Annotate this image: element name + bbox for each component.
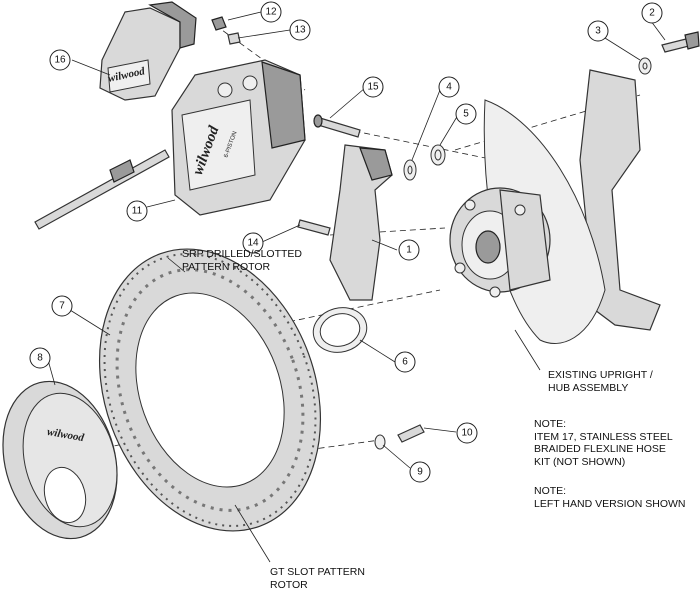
callout-16: 16 (49, 49, 71, 71)
gt-rotor-label: GT SLOT PATTERN ROTOR (270, 566, 365, 591)
srp-rotor-label: SRP DRILLED/SLOTTED PATTERN ROTOR (182, 248, 303, 273)
note-hose-kit: NOTE: ITEM 17, STAINLESS STEEL BRAIDED F… (534, 418, 673, 468)
callout-13: 13 (289, 19, 311, 41)
svg-text:16: 16 (54, 55, 66, 66)
upright-bolt-washer (638, 31, 700, 75)
svg-text:14: 14 (247, 238, 259, 249)
svg-text:5: 5 (463, 109, 469, 120)
svg-text:8: 8 (37, 353, 43, 364)
caliper-mounting-bolt (34, 149, 170, 230)
callout-7: 7 (51, 295, 73, 317)
drilled-slotted-rotor (98, 248, 322, 532)
rotor-spacer (312, 307, 368, 353)
caliper-bracket (329, 144, 393, 301)
svg-text:7: 7 (59, 301, 65, 312)
svg-text:1: 1 (406, 245, 412, 256)
callout-6: 6 (394, 351, 416, 373)
note-left-hand: NOTE: LEFT HAND VERSION SHOWN (534, 485, 686, 510)
callout-4: 4 (438, 76, 460, 98)
callout-10: 10 (456, 422, 478, 444)
rotor-bolt-washer (374, 424, 425, 450)
svg-text:12: 12 (265, 7, 277, 18)
washers (403, 144, 446, 181)
callout-9: 9 (409, 461, 431, 483)
svg-text:3: 3 (595, 26, 601, 37)
callout-3: 3 (587, 20, 609, 42)
upright-hub-assembly (449, 69, 661, 344)
callout-15: 15 (362, 76, 384, 98)
svg-text:10: 10 (461, 428, 473, 439)
callout-8: 8 (29, 347, 51, 369)
upright-label: EXISTING UPRIGHT / HUB ASSEMBLY (548, 369, 653, 394)
svg-text:9: 9 (417, 467, 423, 478)
svg-text:2: 2 (649, 8, 655, 19)
svg-text:4: 4 (446, 82, 452, 93)
bracket-bolt (313, 114, 361, 138)
callout-2: 2 (641, 2, 663, 24)
svg-text:15: 15 (367, 82, 379, 93)
callout-1: 1 (398, 239, 420, 261)
svg-text:13: 13 (294, 25, 306, 36)
leader-lines (47, 11, 666, 563)
bracket-stud (297, 219, 331, 236)
callout-12: 12 (260, 1, 282, 23)
callout-14: 14 (242, 232, 264, 254)
bleeder-parts (211, 16, 241, 45)
callout-11: 11 (126, 200, 148, 222)
rotor-hat: wilwood (2, 380, 118, 540)
svg-text:11: 11 (132, 206, 143, 217)
caliper-body: wilwood 6-PISTON (171, 59, 306, 216)
callout-5: 5 (455, 103, 477, 125)
svg-text:6: 6 (402, 357, 408, 368)
brake-pads: wilwood (99, 1, 197, 101)
